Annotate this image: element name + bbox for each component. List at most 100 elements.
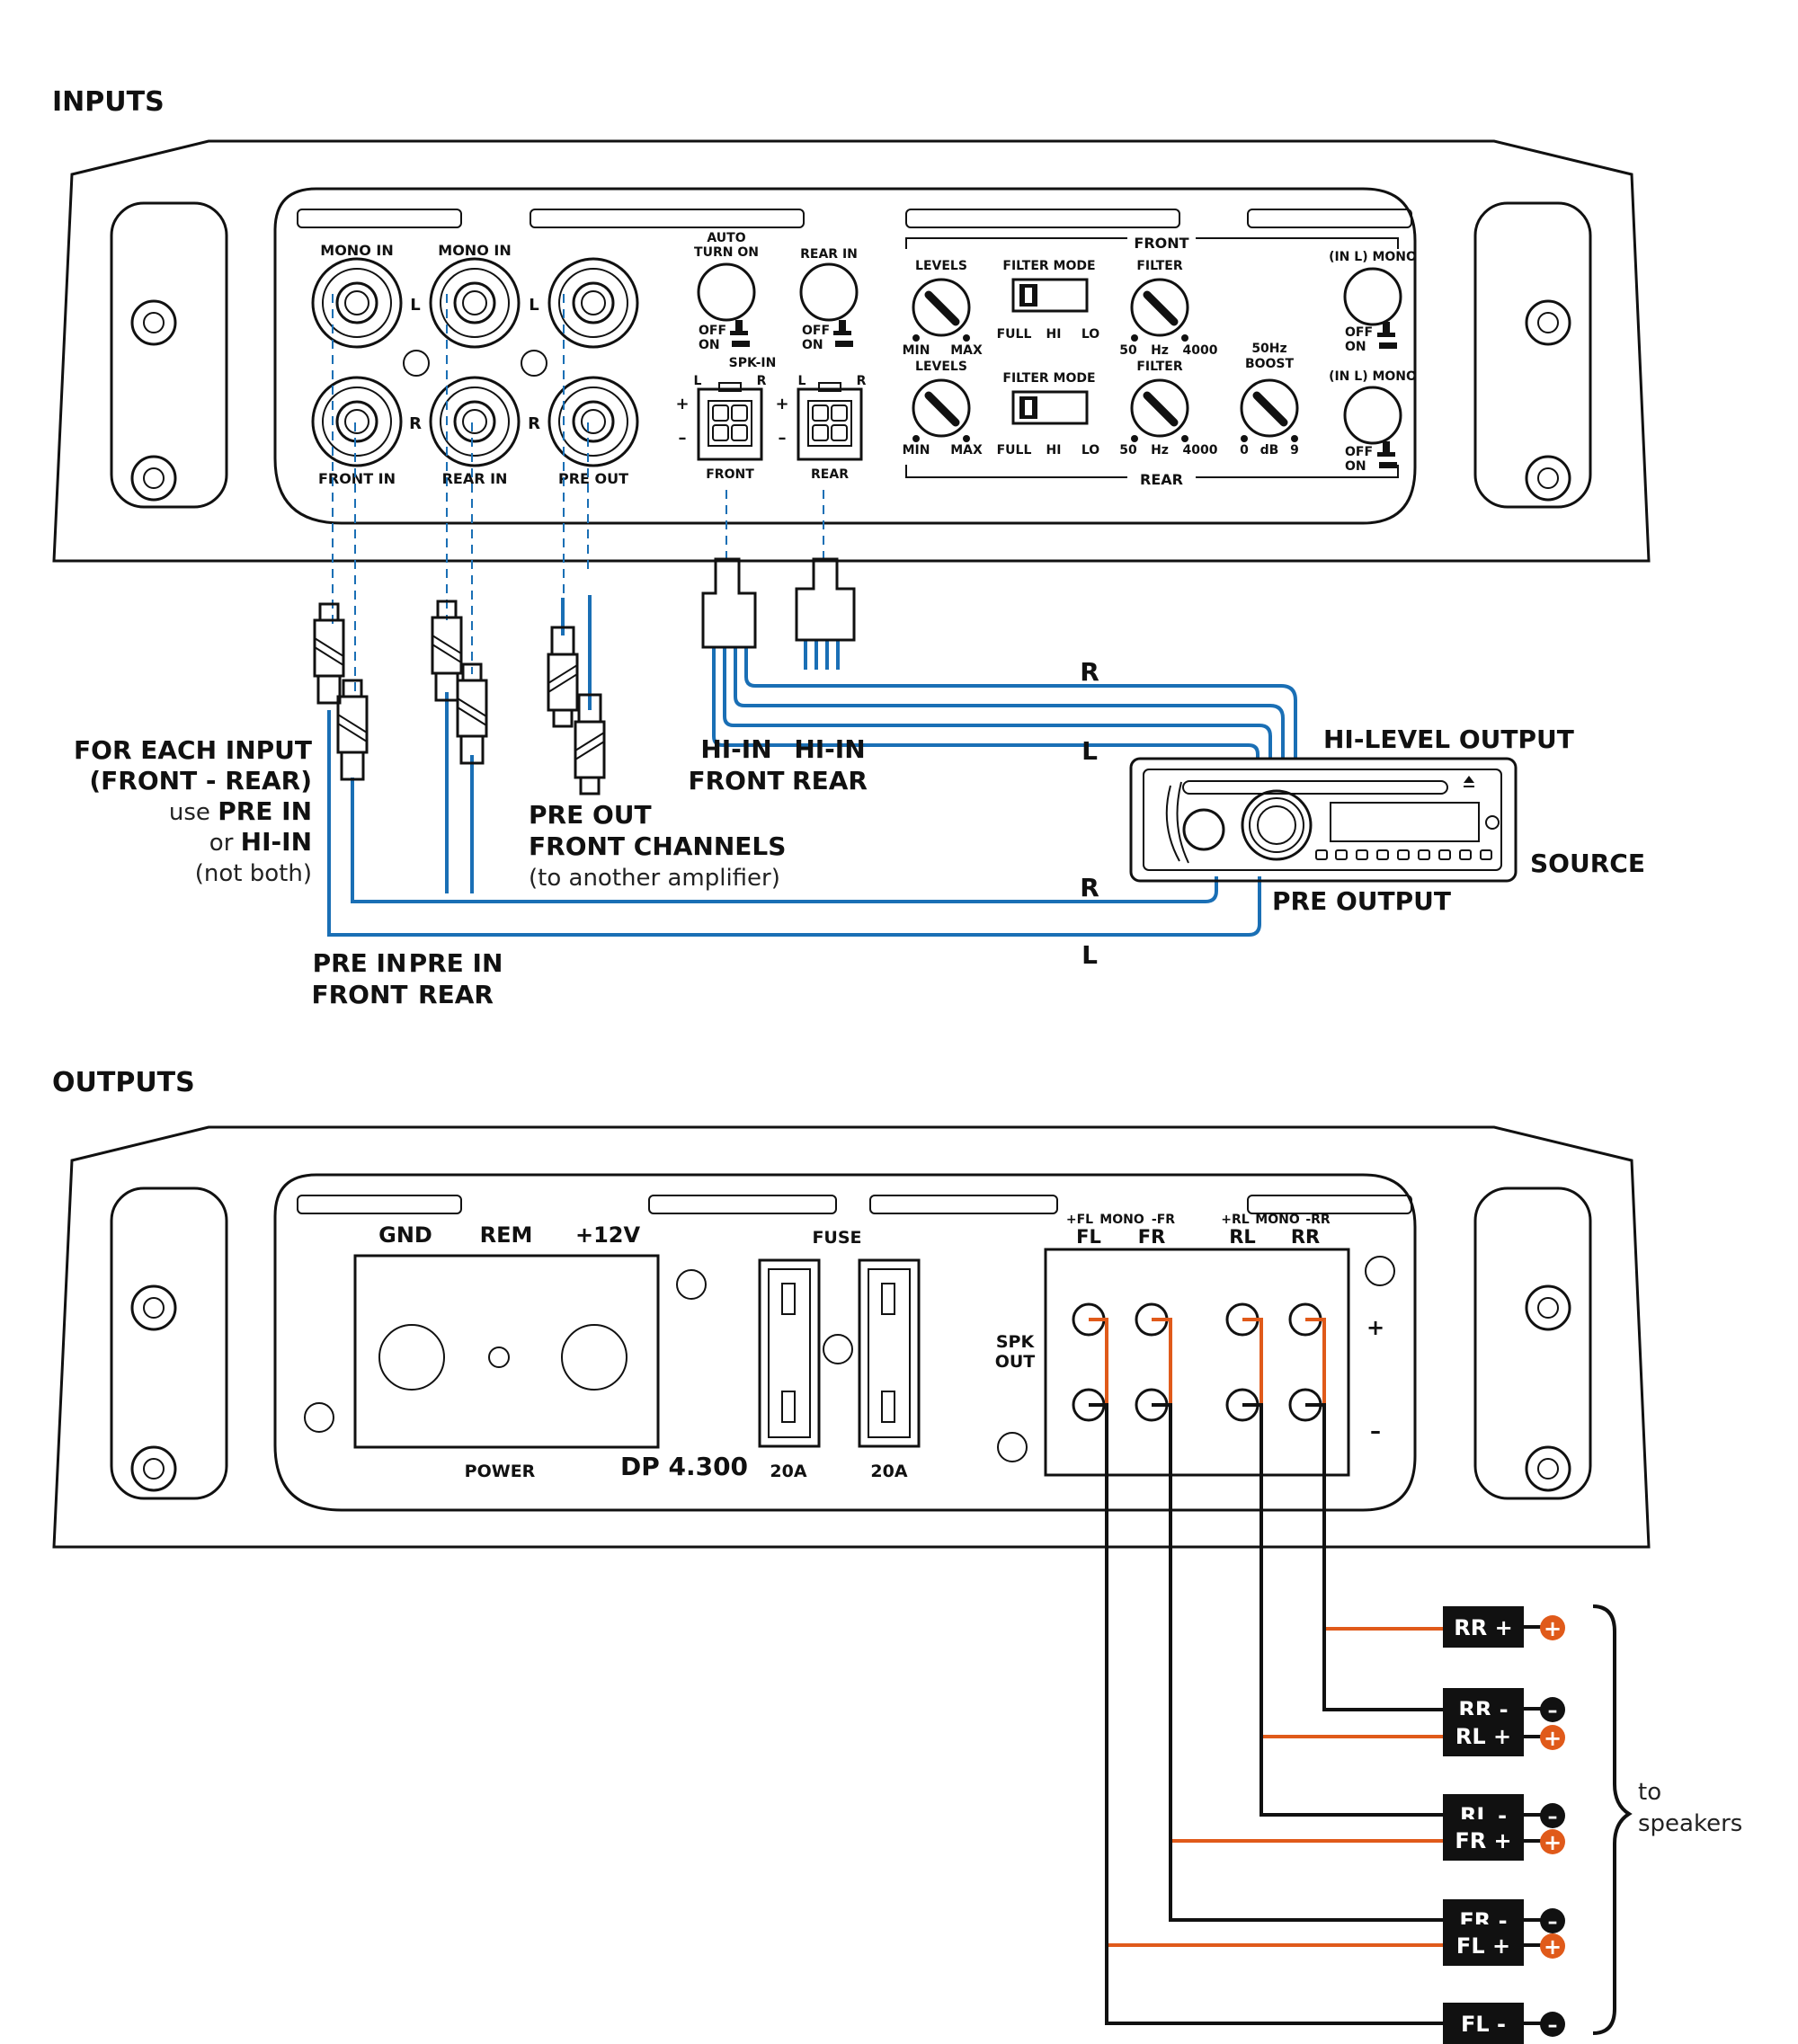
sign: – (1548, 1911, 1558, 1933)
plus-icon (1540, 1829, 1565, 1854)
tag-label: FL + (1456, 1933, 1510, 1959)
speaker-tags: RR + + RR - – RL + + RL - – (1443, 1606, 1565, 2044)
label-auto: AUTO (707, 231, 745, 245)
screw-hole (676, 1269, 707, 1300)
label-source: SOURCE (1530, 849, 1645, 878)
front-level-knob[interactable] (912, 278, 971, 342)
label-20a: 20A (870, 1462, 907, 1481)
fuse-2[interactable] (858, 1258, 921, 1448)
front-filter-mode-switch[interactable] (1011, 278, 1089, 313)
label-hi-in: HI-IN (794, 734, 865, 764)
label-boost: BOOST (1245, 357, 1295, 371)
rca-jack-pre-out-r[interactable] (547, 376, 639, 467)
12v-terminal[interactable] (561, 1324, 628, 1391)
auto-turn-on-button[interactable] (697, 262, 756, 322)
front-mono-button[interactable] (1343, 267, 1402, 326)
label-to-another-amplifier: (to another amplifier) (529, 865, 780, 892)
label-plus-rl: +RL (1221, 1213, 1250, 1227)
rca-plug-icon (547, 626, 579, 728)
label-off: OFF (1345, 325, 1373, 340)
label-l: L (529, 296, 539, 315)
label-hz: Hz (1151, 343, 1169, 358)
label-rl: RL (1229, 1226, 1256, 1248)
label-mono-in-1: MONO IN (320, 242, 393, 259)
label-filter-mode: FILTER MODE (1002, 259, 1095, 273)
label-speakers: speakers (1638, 1810, 1742, 1837)
sign: – (1548, 1806, 1558, 1828)
rca-jack-pre-out-l[interactable] (547, 257, 639, 349)
rem-terminal[interactable] (488, 1346, 510, 1368)
label-front-group: FRONT (1134, 235, 1188, 252)
note-or-hi-in: or HI-IN (209, 827, 312, 857)
label-rear-in: REAR IN (442, 470, 508, 487)
label-full: FULL (997, 443, 1032, 458)
speaker-tag-fr-plus: FR + + (1443, 1819, 1565, 1861)
label-20a: 20A (770, 1462, 806, 1481)
label-max: MAX (950, 443, 983, 458)
spk-in-front-connector[interactable] (697, 382, 763, 461)
label-on: ON (699, 338, 720, 352)
rear-mono-button[interactable] (1343, 386, 1402, 445)
plus-icon (1540, 1933, 1565, 1959)
label-minus: – (779, 429, 787, 448)
rca-plug-icon (456, 662, 488, 765)
rca-plug-icon (336, 679, 369, 781)
tag-label: RR + (1454, 1615, 1512, 1640)
hi-in-front-plug (701, 557, 757, 649)
label-rr: RR (1291, 1226, 1320, 1248)
control-section: FRONT REAR LEVELS MIN MAX FILTER MODE FU… (903, 235, 1417, 488)
rear-filter-knob[interactable] (1130, 378, 1189, 442)
label-minus-fr: -FR (1152, 1213, 1175, 1227)
rear-in-button[interactable] (799, 262, 859, 322)
label-fl: FL (1076, 1226, 1101, 1248)
note-front-rear: (FRONT - REAR) (89, 766, 312, 795)
screw-hole (403, 350, 430, 377)
speaker-wires (1089, 1318, 1445, 2025)
rca-jack-rear-r[interactable] (429, 376, 521, 467)
spk-in-rear-connector[interactable] (797, 382, 863, 461)
front-filter-knob[interactable] (1130, 278, 1189, 342)
minus-icon (1540, 1803, 1565, 1828)
plus-icon (1540, 1615, 1565, 1640)
label-levels: LEVELS (915, 360, 967, 374)
label-plus: + (775, 395, 788, 413)
label-mono-in-2: MONO IN (438, 242, 511, 259)
push-switch-icon (730, 320, 750, 347)
label-on: ON (1345, 340, 1366, 354)
label-50: 50 (1119, 343, 1137, 358)
rear-level-knob[interactable] (912, 378, 971, 442)
label-l-pre: L (1081, 940, 1098, 970)
rca-jack-front-r[interactable] (311, 376, 403, 467)
label-off: OFF (802, 324, 830, 338)
label-mono: MONO (1255, 1213, 1300, 1227)
label-out: OUT (995, 1352, 1036, 1372)
label-filter: FILTER (1136, 360, 1182, 374)
note-not-both: (not both) (195, 860, 312, 887)
rca-jack-mono-rear-l[interactable] (429, 257, 521, 349)
minus-icon (1540, 2012, 1565, 2037)
label-off: OFF (1345, 445, 1373, 459)
speaker-tag-rl-plus: RL + + (1443, 1715, 1565, 1756)
label-to: to (1638, 1779, 1661, 1806)
fuse-1[interactable] (758, 1258, 821, 1448)
rear-filter-mode-switch[interactable] (1011, 390, 1089, 425)
label-plus: + (1366, 1315, 1384, 1340)
rca-plug-icon (574, 693, 606, 795)
inputs-title: INPUTS (52, 86, 165, 118)
label-hz: Hz (1151, 443, 1169, 458)
brace-icon (1592, 1604, 1633, 2035)
fuse-section: FUSE 20A 20A (758, 1228, 1028, 1481)
input-wires (327, 595, 1297, 937)
rca-jack-mono-front-l[interactable] (311, 257, 403, 349)
label-hi: HI (1046, 327, 1062, 342)
amplifier-input-side (52, 139, 1651, 563)
label-off: OFF (699, 324, 726, 338)
speaker-terminal-block: +FL MONO -FR +RL MONO -RR FL FR RL RR SP… (995, 1213, 1395, 1477)
gnd-terminal[interactable] (378, 1324, 445, 1391)
label-front-channels: FRONT CHANNELS (529, 831, 786, 861)
bass-boost-knob[interactable] (1240, 378, 1299, 442)
plus-icon (1540, 1725, 1565, 1750)
rca-jacks: MONO IN MONO IN L L R R FRONT IN REAR IN… (311, 242, 639, 487)
label-lo: LO (1081, 327, 1099, 342)
